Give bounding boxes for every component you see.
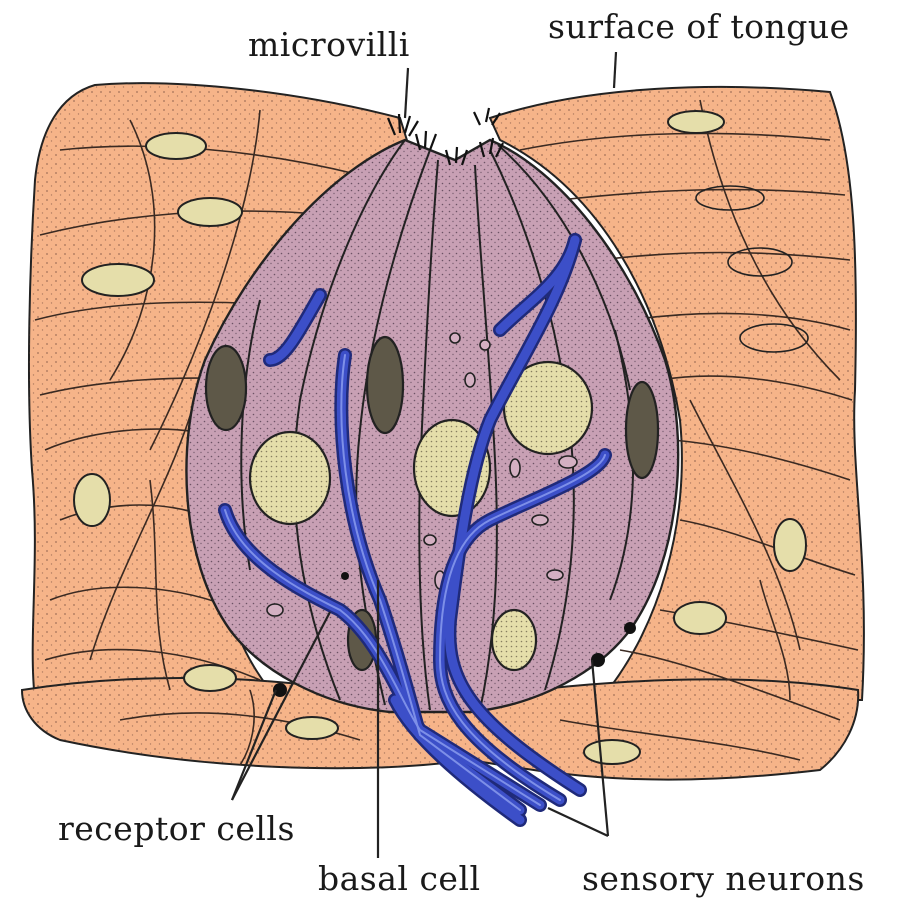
epithelial-nucleus [774, 519, 806, 571]
epithelial-nucleus [674, 602, 726, 634]
leader-surface-of-tongue [614, 52, 616, 88]
epithelial-nucleus [178, 198, 242, 226]
epithelial-nucleus [286, 717, 338, 739]
epithelial-nucleus [184, 665, 236, 691]
receptor-cell-nucleus [206, 346, 246, 430]
receptor-cell-nucleus [626, 382, 658, 478]
leader-sensory-neurons-b [548, 808, 608, 836]
epithelial-nucleus [82, 264, 154, 296]
label-receptor-cells: receptor cells [58, 812, 295, 845]
label-microvilli: microvilli [248, 28, 410, 61]
epithelial-nucleus [146, 133, 206, 159]
leader-microvilli [405, 68, 408, 118]
epithelial-nucleus [668, 111, 724, 133]
receptor-cell-nucleus [367, 337, 403, 433]
label-surface-of-tongue: surface of tongue [548, 10, 850, 43]
label-sensory-neurons: sensory neurons [582, 862, 865, 895]
epithelial-nucleus [74, 474, 110, 526]
epithelial-nucleus [584, 740, 640, 764]
label-basal-cell: basal cell [318, 862, 481, 895]
